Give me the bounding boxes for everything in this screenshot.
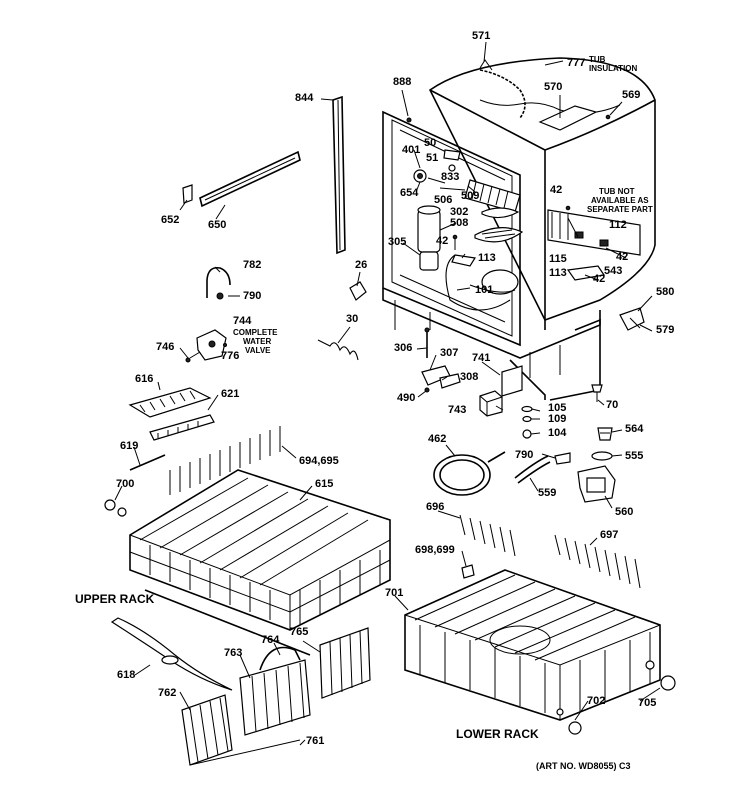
note-tub-line-2: INSULATION <box>589 64 638 73</box>
part-label-307: 307 <box>440 347 459 359</box>
part-label-654: 654 <box>400 187 419 199</box>
part-label-555: 555 <box>625 450 644 462</box>
part-label-833: 833 <box>441 171 460 183</box>
part-label-70: 70 <box>606 399 619 411</box>
part-label-50: 50 <box>424 137 437 149</box>
part-label-782: 782 <box>243 259 262 271</box>
part-label-112: 112 <box>609 219 627 231</box>
part-label-508: 508 <box>450 217 469 229</box>
part-label-113-right: 113 <box>549 267 567 279</box>
part-label-42-top-right: 42 <box>550 184 563 196</box>
part-label-580: 580 <box>656 286 675 298</box>
note-tub-not-available-3: SEPARATE PART <box>587 205 653 214</box>
part-label-700: 700 <box>116 478 135 490</box>
note-water-valve-3: VALVE <box>245 346 271 355</box>
part-label-30: 30 <box>346 313 359 325</box>
part-label-743: 743 <box>448 404 467 416</box>
part-label-560: 560 <box>615 506 634 518</box>
part-label-696: 696 <box>426 501 445 513</box>
part-label-564: 564 <box>625 423 644 435</box>
upper-rack-drawing <box>129 426 391 656</box>
part-label-506: 506 <box>434 194 453 206</box>
caption-art-number: (ART NO. WD8055) C3 <box>536 761 631 771</box>
part-label-569: 569 <box>622 89 641 101</box>
part-label-42-lower: 42 <box>593 273 606 285</box>
part-label-744: 744 <box>233 315 252 327</box>
spray-arm-and-baskets <box>110 617 371 766</box>
note-tub-line-1: TUB <box>589 55 606 64</box>
tub-assembly <box>382 57 656 401</box>
part-label-42-right: 42 <box>616 251 629 263</box>
part-label-105: 105 <box>548 402 567 414</box>
part-label-776: 776 <box>221 350 240 362</box>
part-label-104: 104 <box>548 427 567 439</box>
leader-lines <box>114 41 661 746</box>
part-label-741: 741 <box>472 352 491 364</box>
part-label-888: 888 <box>393 76 412 88</box>
part-label-650: 650 <box>208 219 227 231</box>
part-label-652: 652 <box>161 214 180 226</box>
caption-lower-rack: LOWER RACK <box>456 727 539 741</box>
part-label-762: 762 <box>158 687 177 699</box>
part-label-26: 26 <box>355 259 368 271</box>
part-label-790-top: 790 <box>243 290 262 302</box>
caption-upper-rack: UPPER RACK <box>75 592 155 606</box>
part-label-509: 509 <box>461 190 480 202</box>
part-label-401: 401 <box>402 144 421 156</box>
small-parts <box>104 266 645 517</box>
part-label-579: 579 <box>656 324 675 336</box>
lower-rack-drawing <box>404 514 676 735</box>
part-label-109: 109 <box>548 413 567 425</box>
part-label-705: 705 <box>638 697 657 709</box>
part-label-306: 306 <box>394 342 413 354</box>
note-tub-not-available-1: TUB NOT <box>599 187 635 196</box>
part-label-115: 115 <box>549 253 567 265</box>
part-label-694-695: 694,695 <box>299 455 339 467</box>
part-label-621: 621 <box>221 388 240 400</box>
note-water-valve-2: WATER <box>243 337 272 346</box>
part-label-490: 490 <box>397 392 416 404</box>
part-label-615: 615 <box>315 478 334 490</box>
part-label-746: 746 <box>156 341 175 353</box>
part-label-305: 305 <box>388 236 407 248</box>
part-label-844: 844 <box>295 92 314 104</box>
side-seals <box>182 95 346 255</box>
part-label-113-center: 113 <box>478 252 496 264</box>
part-label-761: 761 <box>306 735 325 747</box>
part-label-308: 308 <box>460 371 479 383</box>
part-label-698-699: 698,699 <box>415 544 455 556</box>
part-label-618: 618 <box>117 669 136 681</box>
part-label-51: 51 <box>426 152 439 164</box>
part-label-701: 701 <box>385 587 404 599</box>
part-label-619: 619 <box>120 440 139 452</box>
note-tub-not-available-2: AVAILABLE AS <box>591 196 649 205</box>
part-label-765: 765 <box>290 626 309 638</box>
part-label-570: 570 <box>544 81 563 93</box>
part-label-462: 462 <box>428 433 447 445</box>
note-water-valve-1: COMPLETE <box>233 328 278 337</box>
part-label-777: 777 <box>567 57 586 69</box>
part-label-571: 571 <box>472 30 491 42</box>
part-label-559: 559 <box>538 487 557 499</box>
part-label-101: 101 <box>475 284 494 296</box>
part-label-616: 616 <box>135 373 154 385</box>
part-label-790-bottom: 790 <box>515 449 534 461</box>
part-label-302: 302 <box>450 206 469 218</box>
part-label-543: 543 <box>604 265 623 277</box>
part-label-702: 702 <box>587 695 606 707</box>
part-label-764: 764 <box>261 634 280 646</box>
part-label-763: 763 <box>224 647 243 659</box>
part-label-42-center: 42 <box>436 235 449 247</box>
part-label-697: 697 <box>600 529 619 541</box>
